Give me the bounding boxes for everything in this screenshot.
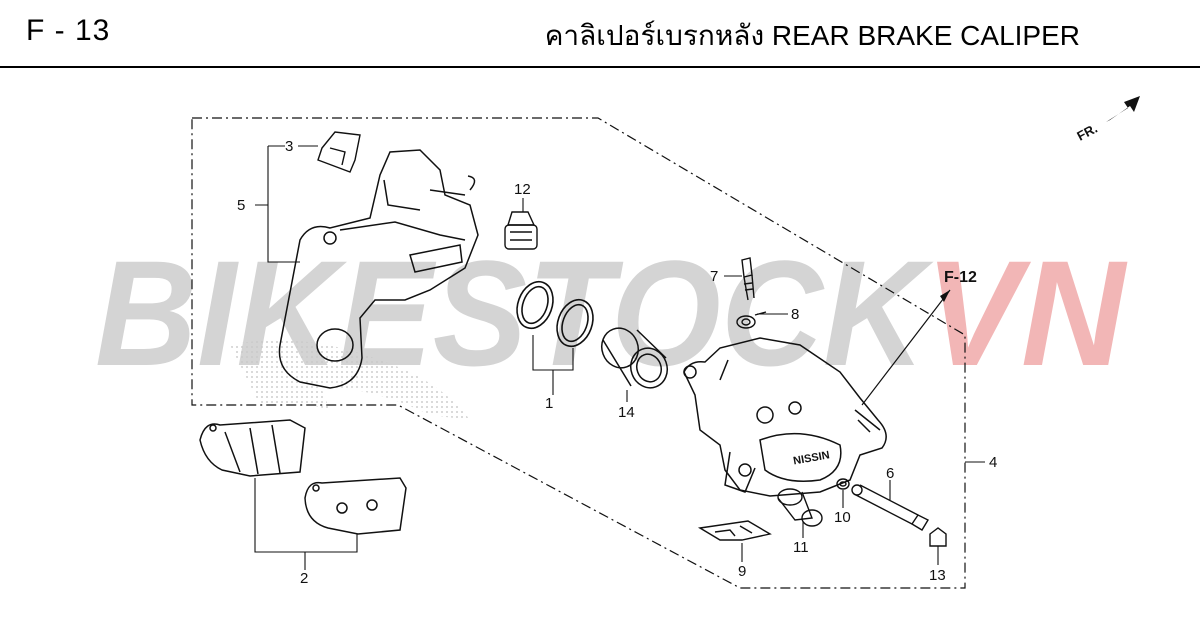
pad-spring-icon [317,131,361,173]
callout-3: 3 [285,138,293,155]
page-code: F - 13 [26,14,111,47]
pad-retainer-icon [697,520,772,541]
brake-pad-set-icon [199,419,407,535]
callout-2: 2 [300,570,308,587]
callout-13: 13 [929,567,946,584]
callout-7: 7 [710,268,718,285]
piston-icon [601,327,668,389]
callout-12: 12 [514,181,531,198]
slide-pin-boot-icon [836,478,850,490]
watermark-text: BIKESTOCK [95,229,934,397]
caliper-bracket-icon [278,149,479,389]
page-header: F - 13 คาลิเปอร์เบรกหลัง REAR BRAKE CALI… [0,0,1200,68]
callout-6: 6 [886,465,894,482]
bleeder-cap-icon [504,211,538,250]
callout-4: 4 [989,454,997,471]
piston-seal-icon [516,280,594,348]
reference-leader [861,289,951,406]
direction-arrow-icon: FR. [1074,96,1140,144]
header-divider [0,66,1200,68]
watermark: BIKESTOCK VN [95,229,1128,397]
callout-14: 14 [618,404,635,421]
callout-9: 9 [738,563,746,580]
dust-boot-icon [777,488,823,527]
pad-pin-icon [851,484,929,531]
callout-8: 8 [791,306,799,323]
assembly-outline [191,117,966,589]
bleeder-screw-icon [741,257,755,301]
callout-11: 11 [793,539,809,556]
pad-pin-plug-icon [929,527,947,547]
reference-label: F-12 [944,269,977,286]
page-title: คาลิเปอร์เบรกหลัง REAR BRAKE CALIPER [544,20,1080,51]
callout-1: 1 [545,395,553,412]
svg-text:NISSIN: NISSIN [792,449,830,467]
leader-lines [254,145,985,570]
callout-5: 5 [237,197,245,214]
callout-10: 10 [834,509,851,526]
washer-icon [736,311,767,329]
direction-label: FR. [1074,121,1100,144]
watermark-accent-text: VN [925,229,1128,397]
